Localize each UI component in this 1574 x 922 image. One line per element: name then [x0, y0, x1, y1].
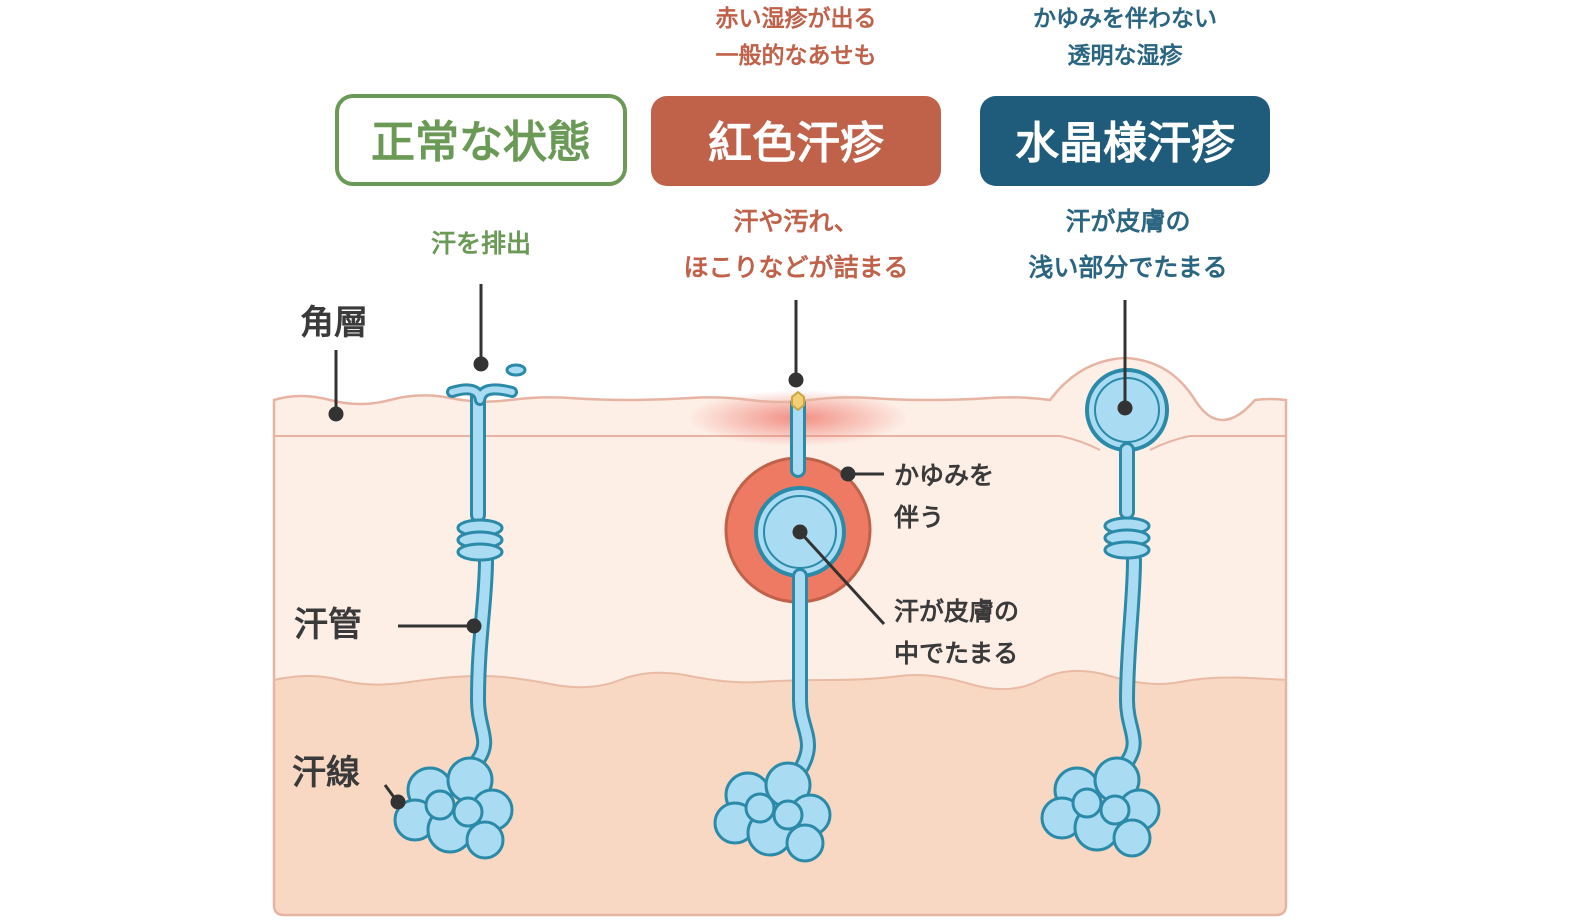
crystallina-sweat-duct: [1040, 368, 1169, 858]
rubra-sweat-gland: [713, 761, 832, 863]
rubra-notes: かゆみを 伴う 汗が皮膚の 中でたまる: [893, 461, 1019, 668]
crystallina-description-line1: 汗が皮膚の: [1065, 207, 1190, 236]
crystallina-description-line2: 浅い部分でたまる: [1028, 253, 1227, 282]
note-sweat-line1: 汗が皮膚の: [894, 597, 1019, 626]
normal-title-box: [335, 94, 627, 186]
normal-sweat-duct: [393, 363, 527, 860]
normal-duct-coil: [456, 518, 504, 562]
label-sweat-duct: 汗管: [294, 605, 362, 645]
normal-description: 汗を排出: [431, 229, 531, 258]
rubra-subtitle-line2: 一般的なあせも: [716, 42, 877, 69]
crystallina-duct-coil: [1103, 516, 1151, 560]
skin-outline: [272, 356, 1288, 917]
rubra-plug: [791, 391, 805, 411]
label-stratum-corneum: 角層: [300, 303, 368, 343]
normal-title: 正常な状態: [371, 117, 591, 168]
label-sweat-gland: 汗線: [292, 753, 360, 793]
note-sweat-line2: 中でたまる: [894, 639, 1018, 668]
crystallina-sweat-gland: [1040, 756, 1161, 858]
crystallina-subtitle-line2: 透明な湿疹: [1068, 42, 1184, 69]
leader-lines: [328, 284, 1133, 810]
rubra-description-line2: ほこりなどが詰まる: [683, 253, 908, 282]
column-rubra-header: 赤い湿疹が出る 一般的なあせも 紅色汗疹 汗や汚れ、 ほこりなどが詰まる: [651, 5, 941, 282]
dermis-outline: [273, 669, 1288, 691]
rubra-title-box: [651, 96, 941, 186]
column-crystallina-header: かゆみを伴わない 透明な湿疹 水晶様汗疹 汗が皮膚の 浅い部分でたまる: [980, 6, 1270, 282]
stratum-corneum-line: [274, 435, 1286, 451]
rubra-title: 紅色汗疹: [708, 118, 885, 169]
normal-sweat-gland: [393, 756, 514, 860]
note-itch-line1: かゆみを: [894, 461, 994, 490]
column-normal-header: 正常な状態 汗を排出: [335, 94, 627, 258]
note-itch-line2: 伴う: [893, 503, 944, 532]
rubra-description-line1: 汗や汚れ、: [733, 207, 858, 236]
layer-labels: 角層 汗管 汗線: [292, 303, 368, 793]
rubra-subtitle-line1: 赤い湿疹が出る: [716, 5, 877, 32]
crystallina-title-box: [980, 96, 1270, 186]
crystallina-title: 水晶様汗疹: [1015, 118, 1236, 169]
crystallina-subtitle-line1: かゆみを伴わない: [1033, 6, 1217, 32]
